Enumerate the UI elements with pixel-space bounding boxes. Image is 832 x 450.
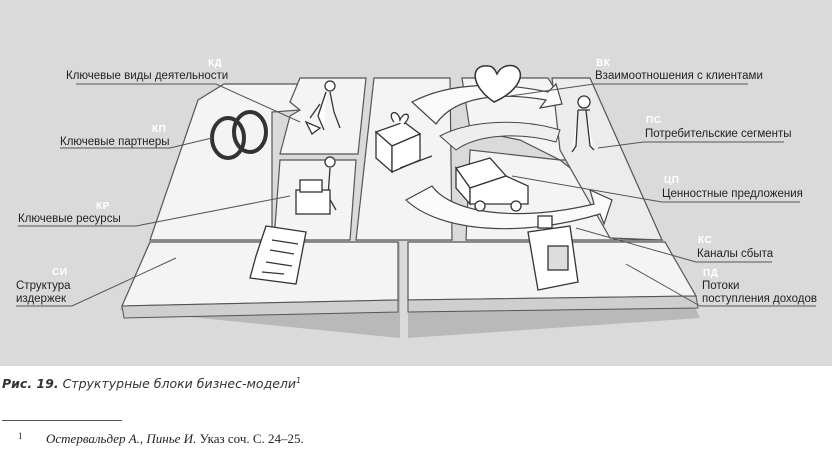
gift-box-icon <box>374 112 433 174</box>
abbr-value-propositions: ЦП <box>664 175 680 186</box>
label-channels: Каналы сбыта <box>697 248 774 260</box>
figure-caption: Рис. 19. Структурные блоки бизнес-модели… <box>2 376 301 391</box>
abbr-key-partners: КП <box>152 124 167 135</box>
label-revenue-streams-line1: Потоки <box>702 280 740 292</box>
arrow-value <box>439 121 561 151</box>
cash-register-icon <box>527 215 579 291</box>
label-key-activities: Ключевые виды деятельности <box>66 70 229 82</box>
label-key-partners: Ключевые партнеры <box>60 136 170 148</box>
leader-lines <box>16 83 816 307</box>
abbr-key-resources: КР <box>96 201 110 212</box>
business-model-figure: КД Ключевые виды деятельности КП Ключевы… <box>0 0 832 366</box>
customer-icon <box>571 95 595 153</box>
footnote-authors: Остервальдер А., Пинье И. <box>46 431 197 446</box>
heart-icon <box>474 64 521 103</box>
footnote-mark: 1 <box>18 431 23 441</box>
block-revenue-streams-edge <box>407 295 699 313</box>
label-revenue-streams-line2: поступления доходов <box>702 293 818 305</box>
caption-note-ref: 1 <box>296 376 302 385</box>
rings-icon-second <box>232 110 268 154</box>
block-customer-segments <box>551 77 663 241</box>
abbr-customer-relationships: ВК <box>596 58 611 69</box>
abbr-channels: КС <box>698 235 713 246</box>
abbr-cost-structure: СИ <box>52 267 68 278</box>
block-cost-structure-edge <box>121 299 399 319</box>
abbr-revenue-streams: ПД <box>703 268 719 279</box>
arrow-channels <box>404 185 613 230</box>
label-cost-structure-line2: издержек <box>16 293 67 305</box>
label-customer-relationships: Взаимоотношения с клиентами <box>595 70 763 82</box>
footnote-text: Указ соч. С. 24–25. <box>199 431 304 446</box>
abbr-customer-segments: ПС <box>646 115 662 126</box>
receipt-icon <box>249 225 307 285</box>
abbr-key-activities: КД <box>208 58 223 69</box>
worker-icon <box>304 80 341 135</box>
caption-number: Рис. 19. <box>2 376 59 392</box>
resources-cart-icon <box>295 156 337 215</box>
footnote: 1 Остервальдер А., Пинье И. Указ соч. С.… <box>18 431 304 447</box>
truck-icon <box>454 157 529 212</box>
canvas-illustration <box>16 64 816 338</box>
label-value-propositions: Ценностные предложения <box>662 188 803 200</box>
caption-text: Структурные блоки бизнес-модели <box>62 376 297 392</box>
label-customer-segments: Потребительские сегменты <box>645 128 792 140</box>
footnote-divider <box>2 420 122 421</box>
label-cost-structure-line1: Структура <box>16 280 71 292</box>
label-key-resources: Ключевые ресурсы <box>18 213 121 225</box>
